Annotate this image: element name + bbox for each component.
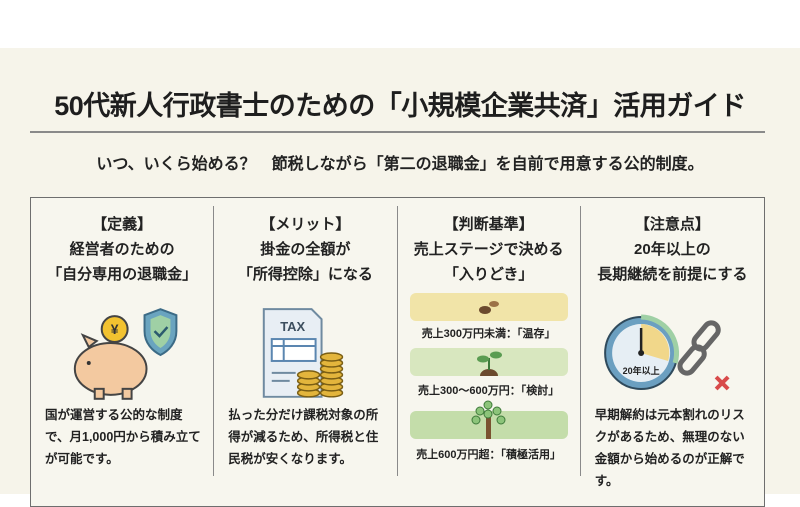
column-heading: 20年以上の [634, 241, 711, 258]
tax-document-coins-icon: TAX [263, 308, 344, 398]
column-heading: 「所得控除」になる [237, 266, 373, 283]
column-heading: 「入りどき」 [443, 266, 534, 283]
stage-label: 売上300〜600万円：「検討」 [418, 385, 560, 397]
piggy-bank-shield-icon: ¥ [73, 308, 178, 400]
column-tag: 【注意点】 [634, 216, 710, 233]
column-body: 国が運営する公的な制度で、月1,000円から積み立てが可能です。 [45, 408, 201, 466]
column-definition: 【定義】 経営者のための 「自分専用の退職金」 ¥ 国が運営する公的な制度で、月… [31, 206, 215, 476]
tax-label: TAX [280, 319, 305, 334]
stage-sprout-band [409, 348, 568, 376]
subtitle: いつ、いくら始める？ 節税しながら「第二の退職金」を自前で用意する公的制度。 [96, 156, 704, 173]
clock-label: 20年以上 [622, 365, 659, 376]
column-tag: 【判断基準】 [443, 216, 534, 233]
column-heading: 売上ステージで決める [413, 241, 564, 258]
stage-label: 売上600万円超：「積極活用」 [416, 449, 562, 461]
seed-icon [478, 301, 499, 314]
column-tag: 【メリット】 [260, 216, 351, 233]
column-heading: 掛金の全額が [260, 241, 351, 258]
guide-panel: 【定義】 経営者のための 「自分専用の退職金」 ¥ 国が運営する公的な制度で、月… [30, 197, 765, 507]
column-heading: 長期継続を前提にする [597, 266, 748, 283]
clock-broken-chain-icon: 20年以上 [603, 314, 730, 391]
tree-icon [471, 400, 505, 439]
stage-seed-band [409, 293, 568, 321]
column-heading: 「自分専用の退職金」 [47, 266, 198, 283]
stage-tree-band [409, 400, 568, 439]
sprout-icon [476, 351, 502, 376]
column-merit: 【メリット】 掛金の全額が 「所得控除」になる TAX 払った分だけ課税対象の所… [214, 206, 398, 476]
column-tag: 【定義】 [92, 216, 153, 233]
column-body: 早期解約は元本割れのリスクがあるため、無理のない金額から始めるのが正解です。 [594, 408, 745, 488]
stage-label: 売上300万円未満：「温存」 [421, 328, 556, 340]
svg-text:¥: ¥ [111, 321, 119, 337]
page-title: 50代新人行政書士のための「小規模企業共済」活用ガイド [54, 91, 746, 121]
column-body: 払った分だけ課税対象の所得が減るため、所得税と住民税が安くなります。 [228, 408, 379, 466]
column-caution: 【注意点】 20年以上の 長期継続を前提にする 20年以上 早期解約は元本割れの… [581, 206, 764, 488]
column-heading: 経営者のための [69, 241, 175, 258]
column-criteria: 【判断基準】 売上ステージで決める 「入りどき」 売上300万円未満：「温存」 … [398, 206, 581, 476]
title-divider [30, 131, 765, 133]
